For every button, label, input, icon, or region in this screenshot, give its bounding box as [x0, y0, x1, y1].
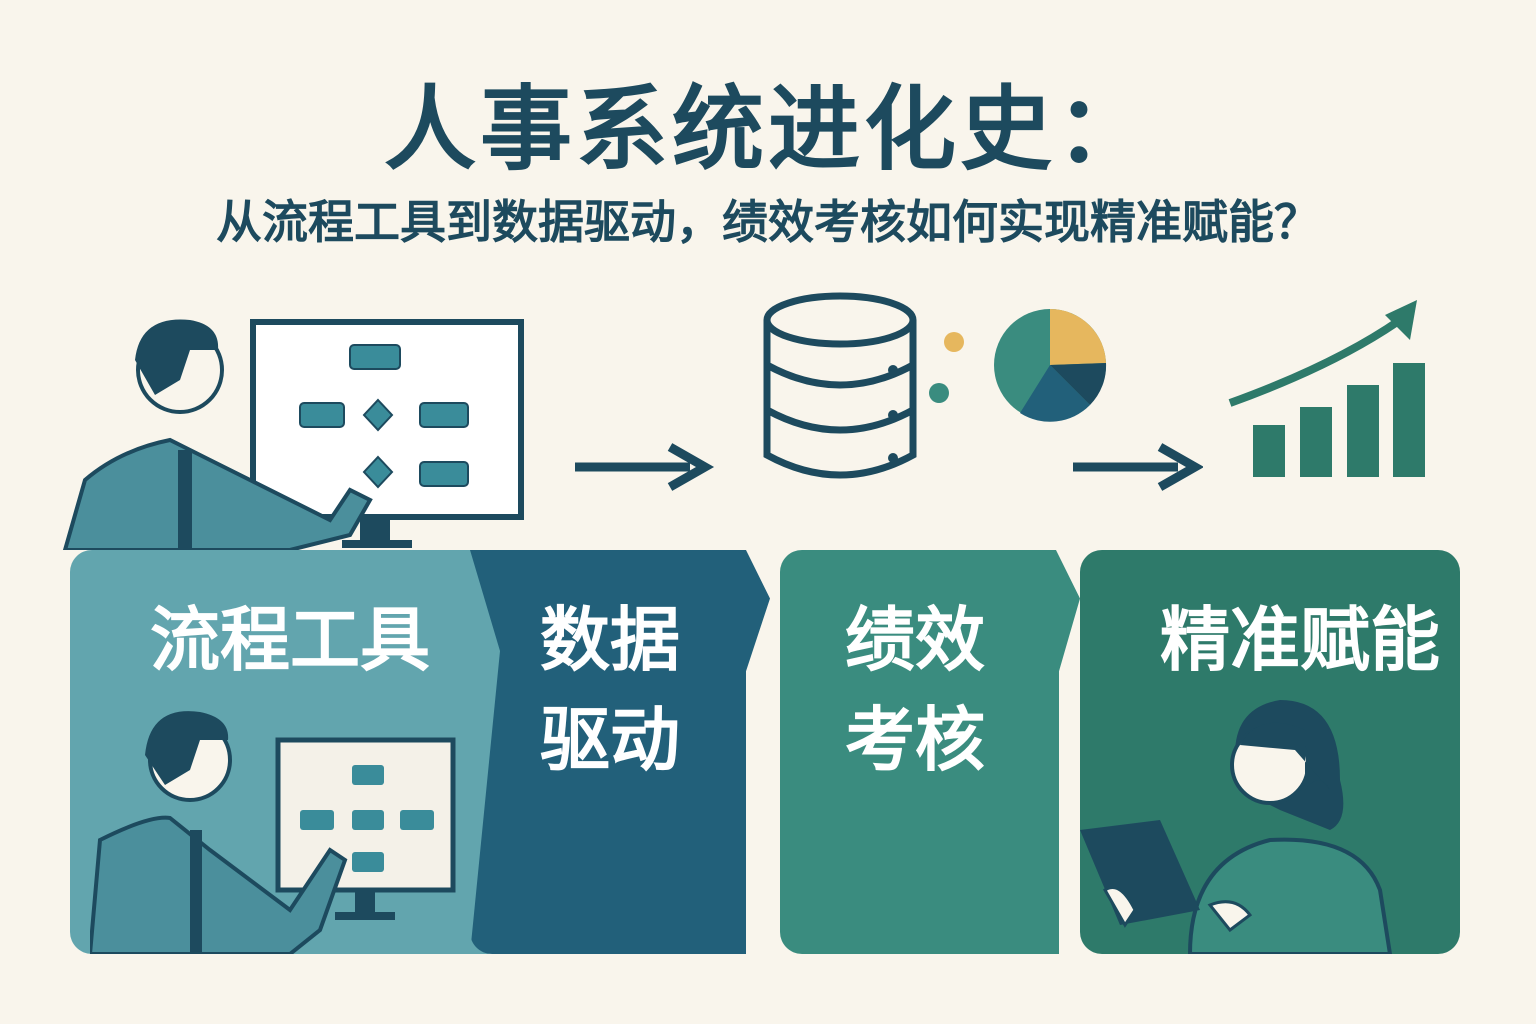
arrow-right-icon: [575, 443, 715, 491]
stage-panel-performance-review: 绩效 考核: [780, 550, 1080, 954]
stage-panel-data-driven: 数据 驱动: [470, 550, 770, 954]
stage-label-line2: 考核: [845, 699, 985, 781]
stage-label-line1: 数据: [540, 599, 680, 681]
stage-panel-process-tools: 流程工具: [70, 550, 510, 954]
dot-icon: [944, 332, 964, 352]
woman-with-tablet-illustration: [1080, 700, 1393, 954]
stage-label: 精准赋能: [1160, 599, 1440, 681]
page-title: 人事系统进化史：: [383, 76, 1152, 183]
pie-chart-icon: [994, 309, 1107, 422]
database-icon: [763, 292, 917, 479]
stage-label-line1: 绩效: [845, 599, 985, 681]
man-with-flowchart-monitor-illustration: [62, 319, 524, 550]
stage-label-line2: 驱动: [540, 699, 680, 781]
stage-panel-precise-enablement: 精准赋能: [1080, 550, 1460, 954]
arrow-right-icon: [1073, 443, 1203, 491]
stage-label: 流程工具: [150, 599, 430, 681]
growth-bar-chart-icon: [1228, 300, 1425, 477]
page-subtitle: 从流程工具到数据驱动，绩效考核如何实现精准赋能？: [216, 195, 1320, 249]
dot-icon: [929, 383, 949, 403]
man-pointing-at-flowchart-illustration: [90, 711, 456, 954]
